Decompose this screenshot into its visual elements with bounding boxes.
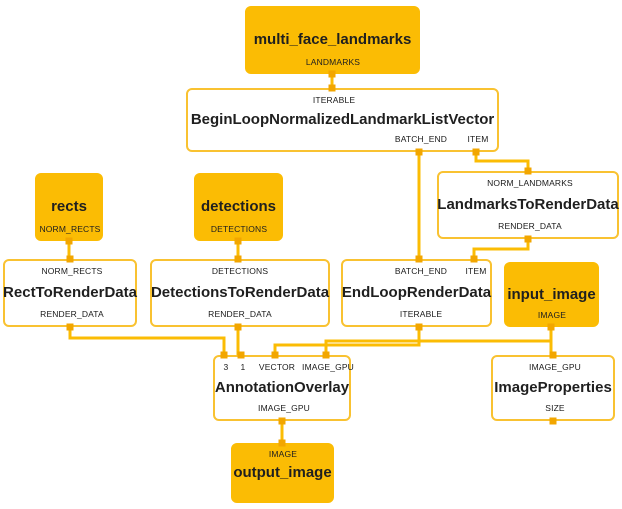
output-port-label: LANDMARKS (305, 57, 361, 67)
input-port-row: 3 1 VECTOR IMAGE_GPU (215, 361, 354, 374)
input-port-dot[interactable] (220, 351, 228, 359)
input-port-dot[interactable] (66, 255, 74, 263)
input-port-row: NORM_RECTS (5, 265, 135, 278)
node-title: LandmarksToRenderData (437, 196, 619, 214)
node-title: EndLoopRenderData (341, 284, 492, 302)
node-title: DetectionsToRenderData (150, 284, 330, 302)
output-port-label: IMAGE_GPU (258, 403, 310, 413)
node-title: multi_face_landmarks (253, 31, 412, 49)
output-port-dot[interactable] (524, 235, 532, 243)
output-port-dot[interactable] (415, 323, 423, 331)
input-port-row (505, 267, 598, 280)
output-port-row: RENDER_DATA (152, 308, 328, 321)
output-port-dot[interactable] (328, 70, 336, 78)
input-port-dot[interactable] (234, 255, 242, 263)
input-port-dot[interactable] (470, 255, 478, 263)
input-port-label: IMAGE_GPU (529, 362, 581, 372)
input-port-label: VECTOR (258, 362, 296, 372)
input-port-row: BATCH_END ITEM (343, 265, 490, 278)
output-port-dot[interactable] (472, 148, 480, 156)
input-port-dot[interactable] (278, 439, 286, 447)
output-port-dot[interactable] (234, 323, 242, 331)
input-port-row: IMAGE_GPU (493, 361, 613, 374)
input-port-dot[interactable] (237, 351, 245, 359)
output-port-dot[interactable] (547, 323, 555, 331)
output-port-label: NORM_RECTS (39, 224, 101, 234)
input-port-row: ITERABLE (188, 94, 497, 107)
output-port-label: RENDER_DATA (498, 221, 562, 231)
output-port-row: SIZE (493, 402, 613, 415)
output-port-row: LANDMARKS (246, 56, 419, 69)
output-port-row: IMAGE_GPU (215, 402, 349, 415)
output-port-label: RENDER_DATA (208, 309, 272, 319)
input-port-row: DETECTIONS (152, 265, 328, 278)
output-port-dot[interactable] (278, 417, 286, 425)
output-port-dot[interactable] (66, 323, 74, 331)
input-port-label: IMAGE_GPU (302, 362, 354, 372)
output-port-row: RENDER_DATA (439, 220, 617, 233)
graph-node-output_image[interactable]: IMAGE output_image (231, 443, 334, 503)
output-port-row: ITERABLE (343, 308, 490, 321)
input-port-row (36, 178, 102, 191)
input-port-dot[interactable] (322, 351, 330, 359)
node-title: output_image (233, 464, 332, 482)
node-title: RectToRenderData (3, 284, 137, 302)
node-title: ImageProperties (494, 379, 612, 397)
input-port-label: ITEM (465, 266, 487, 276)
input-port-row (195, 178, 282, 191)
output-port-row: BATCH_END ITEM (188, 133, 497, 146)
output-port-label: RENDER_DATA (40, 309, 104, 319)
output-port-label: BATCH_END (394, 134, 448, 144)
output-port-row: NORM_RECTS (36, 223, 102, 236)
node-title: BeginLoopNormalizedLandmarkListVector (190, 111, 495, 129)
input-port-label: IMAGE (268, 449, 298, 459)
output-port-dot[interactable] (65, 237, 73, 245)
output-port-row: RENDER_DATA (5, 308, 135, 321)
input-port-row: NORM_LANDMARKS (439, 177, 617, 190)
input-port-label: DETECTIONS (211, 266, 269, 276)
input-port-label: BATCH_END (394, 266, 448, 276)
input-port-dot[interactable] (549, 351, 557, 359)
input-port-dot[interactable] (415, 255, 423, 263)
output-port-label: IMAGE (537, 310, 567, 320)
input-port-label: NORM_RECTS (41, 266, 103, 276)
node-title: AnnotationOverlay (214, 379, 350, 397)
output-port-dot[interactable] (549, 417, 557, 425)
graph-node-begin_loop[interactable]: ITERABLE BeginLoopNormalizedLandmarkListV… (186, 88, 499, 152)
input-port-label: 3 (223, 362, 229, 372)
output-port-label: SIZE (545, 403, 565, 413)
input-port-dot[interactable] (328, 84, 336, 92)
node-title: rects (51, 198, 87, 216)
node-title: detections (201, 198, 277, 216)
input-port-label: 1 (240, 362, 246, 372)
input-port-row: IMAGE (232, 448, 333, 461)
input-port-row (246, 11, 419, 24)
output-port-row: IMAGE (505, 309, 598, 322)
output-port-label: DETECTIONS (210, 224, 268, 234)
output-port-dot[interactable] (415, 148, 423, 156)
output-port-label: ITERABLE (399, 309, 443, 319)
output-port-label: ITEM (467, 134, 489, 144)
output-port-row: DETECTIONS (195, 223, 282, 236)
output-port-dot[interactable] (234, 237, 242, 245)
output-port-row (232, 485, 333, 498)
node-title: input_image (507, 285, 596, 303)
input-port-dot[interactable] (271, 351, 279, 359)
input-port-label: NORM_LANDMARKS (487, 178, 573, 188)
input-port-label: ITERABLE (312, 95, 356, 105)
input-port-dot[interactable] (524, 167, 532, 175)
